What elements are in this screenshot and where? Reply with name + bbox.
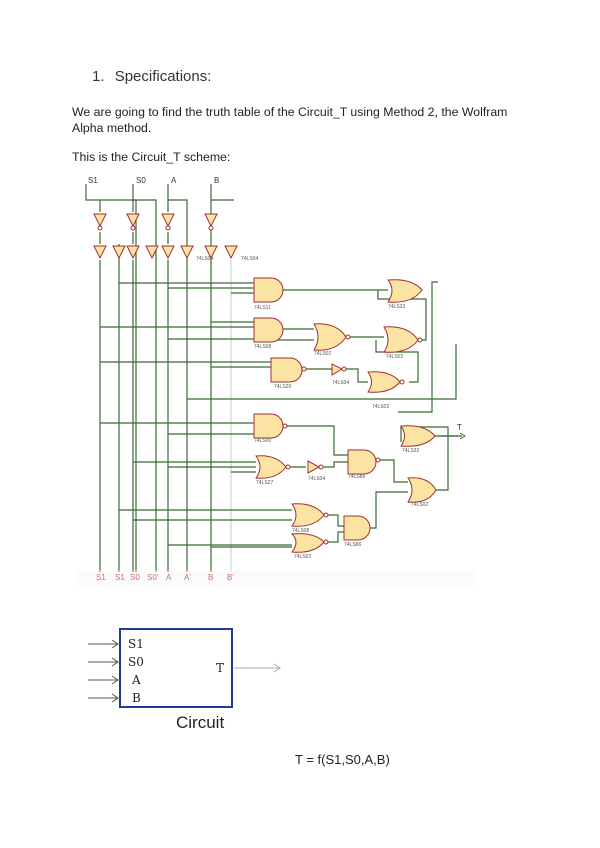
block-input-b: B [132,691,141,705]
block-output-t: T [216,661,224,675]
gate-label: 74LS04 [332,380,349,386]
gate-label: 74LS32 [388,304,405,310]
gate-label: 74LS04 [241,256,258,262]
section-title: Specifications: [114,68,212,85]
bus-label: S1 [96,573,106,582]
gate-label: 74LS00 [254,438,271,444]
bus-label: S0' [147,573,159,582]
block-caption: Circuit [176,713,224,732]
gate-label: 74LS08 [292,528,309,534]
bus-label: S1 [115,573,125,582]
gate-label: 74LS04 [196,256,213,262]
section-number: 1. [92,68,105,85]
bus-label: A' [184,573,191,582]
gate-label: 74LS32 [402,448,419,454]
input-pin-a: A [171,176,177,185]
bus-label: B' [227,573,234,582]
gate-label: 74LS27 [256,480,273,486]
circuit-schematic: S1 S0 A B T 74LS04 74LS04 74LS11 74LS08 … [76,176,476,586]
section-heading: 1. Specifications: [92,68,211,85]
output-pin-t: T [457,423,462,432]
input-pin-b: B [214,176,219,185]
bus-label: A [166,573,172,582]
gate-label: 74LS86 [344,542,361,548]
bus-label: B [208,573,213,582]
gate-label: 74LS11 [254,305,271,311]
block-input-s0: S0 [128,655,144,669]
block-input-a: A [131,673,141,687]
scheme-caption: This is the Circuit_T scheme: [72,150,231,164]
gate-label: 74LS02 [372,404,389,410]
bus-label: S0 [130,573,140,582]
gate-label: 74LS86 [348,474,365,480]
input-pin-s0: S0 [136,176,146,185]
block-input-s1: S1 [128,637,144,651]
gate-label: 74LS02 [294,554,311,560]
gate-label: 74LS08 [254,344,271,350]
gate-label: 74LS02 [386,354,403,360]
intro-paragraph: We are going to find the truth table of … [72,105,508,135]
gate-label: 74LS02 [314,351,331,357]
function-formula: T = f(S1,S0,A,B) [295,752,390,767]
input-pins: S1 S0 A B T [88,176,462,432]
gate-label: 74LS02 [411,502,428,508]
circuit-box [119,628,233,708]
gate-label: 74LS04 [308,476,325,482]
circuit-block-diagram: S1 S0 A B T Circuit [88,628,281,732]
gate-label: 74LS20 [274,384,291,390]
input-pin-s1: S1 [88,176,98,185]
